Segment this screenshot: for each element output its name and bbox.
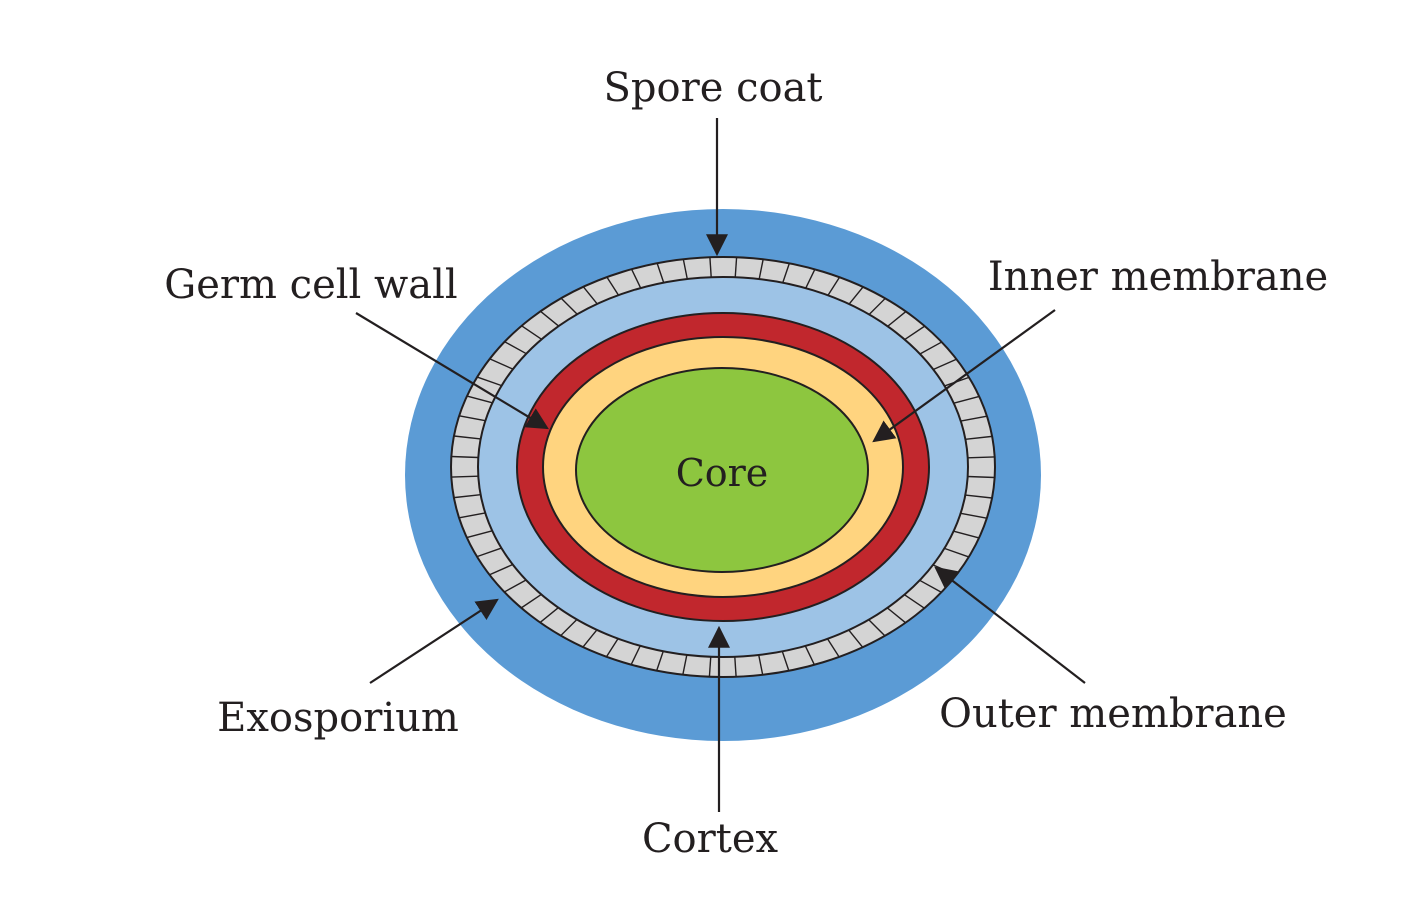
- spore-coat-segment-divider: [965, 435, 993, 440]
- exosporium-label: Exosporium: [217, 695, 459, 741]
- spore-coat-segment-divider: [453, 494, 481, 499]
- spore-coat-segment-divider: [782, 263, 790, 283]
- spore-coat-segment-divider: [903, 594, 925, 609]
- core-label: Core: [676, 451, 769, 495]
- spore-coat-segment-divider: [886, 607, 906, 624]
- spore-coat-segment-divider: [453, 435, 481, 440]
- spore-coat-segment-divider: [539, 607, 559, 624]
- spore-coat-segment-divider: [521, 325, 543, 340]
- spore-coat-segment-divider: [734, 257, 738, 278]
- spore-coat-segment-divider: [582, 629, 598, 648]
- spore-coat-segment-divider: [868, 619, 886, 637]
- spore-coat-segment-divider: [520, 593, 542, 609]
- spore-coat-segment-divider: [904, 325, 926, 341]
- core-layer: [575, 367, 869, 573]
- germ-cell-wall-pointer: [355, 312, 549, 430]
- spore-coat-segment-divider: [466, 395, 493, 404]
- cortex-label: Cortex: [642, 816, 779, 862]
- spore-coat-segment-divider: [804, 645, 816, 666]
- spore-coat-segment-divider: [967, 456, 995, 459]
- spore-coat-segment-divider: [476, 376, 502, 387]
- spore-coat-segment-divider: [459, 415, 486, 422]
- spore-coat-segment-divider: [868, 297, 886, 315]
- spore-coat-segment-divider: [953, 395, 980, 404]
- spore-coat-segment-divider: [848, 286, 864, 305]
- spore-coat-segment-divider: [919, 341, 942, 355]
- inner-membrane-pointer: [872, 309, 1056, 443]
- spore-coat-segment-divider: [560, 297, 578, 315]
- spore-coat-segment-divider: [932, 358, 957, 371]
- spore-coat-segment-divider: [605, 638, 619, 658]
- spore-coat-segment-divider: [582, 286, 598, 305]
- spore-coat-segment-divider: [887, 310, 907, 327]
- spore-coat-segment-divider: [458, 512, 486, 519]
- spore-coat-segment-divider: [606, 276, 620, 296]
- spore-coat-segment-divider: [919, 579, 942, 593]
- spore-coat-segment-divider: [709, 257, 712, 278]
- spore-coat-segment-divider: [489, 358, 514, 370]
- spore-coat-segment-divider: [758, 654, 764, 675]
- spore-coat-segment-divider: [944, 547, 970, 558]
- spore-coat-segment-divider: [965, 494, 993, 499]
- spore-coat-label: Spore coat: [603, 65, 822, 111]
- spore-coat-segment-divider: [630, 645, 641, 665]
- spore-coat-segment-divider: [781, 651, 790, 671]
- spore-coat-segments: [451, 257, 995, 677]
- spore-coat-segment-divider: [656, 263, 665, 283]
- spore-coat-segment-divider: [960, 512, 987, 519]
- spore-coat-segment-divider: [848, 629, 864, 648]
- spore-coat-segment-divider: [827, 276, 841, 296]
- spore-coat-segment-divider: [451, 475, 479, 478]
- spore-coat-segment-divider: [682, 654, 688, 675]
- spore-coat-segment-divider: [953, 530, 980, 539]
- exosporium-pointer: [369, 598, 499, 684]
- spore-coat-segment-divider: [504, 341, 527, 355]
- spore-coat-segment-divider: [630, 268, 642, 289]
- spore-coat-segment-divider: [708, 656, 712, 677]
- spore-coat-segment-divider: [805, 269, 816, 289]
- spore-coat-segment-divider: [540, 310, 560, 327]
- spore-coat-segment-divider: [560, 619, 578, 637]
- spore-coat-segment-divider: [734, 656, 737, 677]
- spore-coat-segment-divider: [758, 259, 764, 280]
- spore-coat-segment-divider: [967, 475, 995, 479]
- inner-membrane-label: Inner membrane: [988, 254, 1328, 300]
- spore-coat-segment-divider: [960, 415, 988, 422]
- spore-coat-segment-divider: [489, 563, 514, 576]
- germ-cell-wall-label: Germ cell wall: [164, 262, 457, 308]
- spore-coat-segment-divider: [466, 530, 493, 539]
- spore-coat-segment-divider: [451, 455, 479, 459]
- spore-coat-segment-divider: [682, 259, 688, 280]
- spore-coat-segment-divider: [504, 579, 527, 593]
- outer-membrane-pointer: [934, 566, 1086, 684]
- spore-coat-segment-divider: [826, 638, 840, 658]
- outer-membrane-label: Outer membrane: [939, 691, 1287, 737]
- spore-coat-segment-divider: [476, 547, 502, 558]
- spore-coat-segment-divider: [656, 651, 664, 671]
